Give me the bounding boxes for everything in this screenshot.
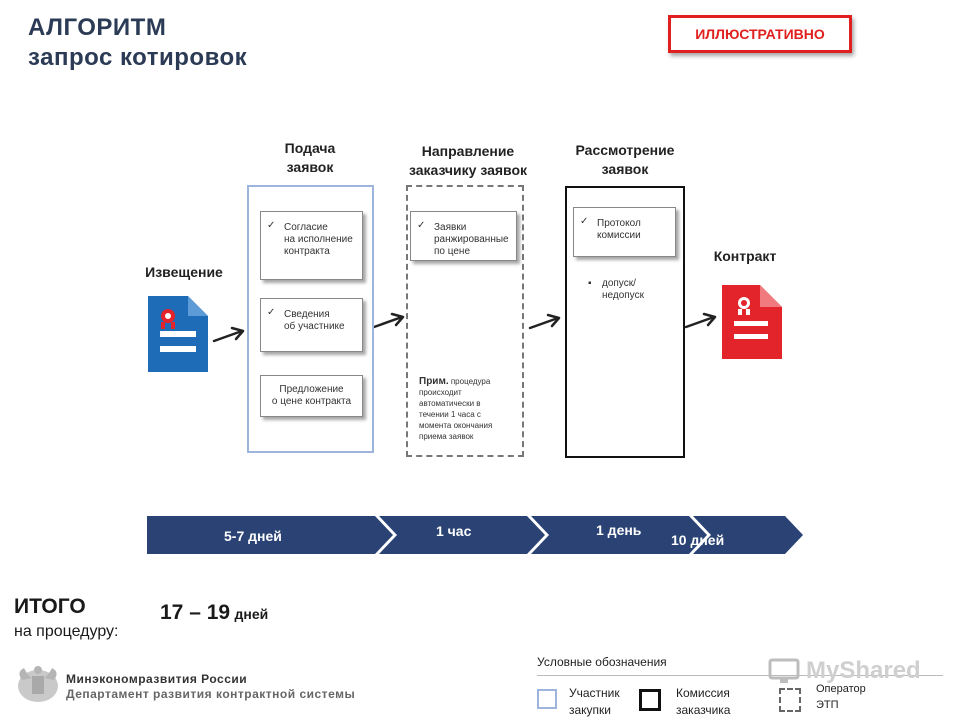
timeline-bar (147, 516, 803, 554)
timeline-segment-3 (531, 516, 707, 554)
total-value: 17 – 19 дней (160, 601, 269, 624)
legend-operator-swatch (779, 688, 801, 712)
contract-label: Контракт (713, 248, 777, 264)
timeline-label-3: 1 день (596, 522, 642, 538)
card-price-offer: Предложение о цене контракта (260, 375, 363, 417)
timeline-label-2: 1 час (436, 523, 472, 539)
presentation-icon (768, 658, 800, 683)
legend-operator: Оператор ЭТП (816, 683, 866, 711)
timeline-segment-1 (147, 516, 393, 554)
arrow-right-icon (684, 312, 717, 329)
check-icon: ✓ (267, 220, 276, 231)
coat-of-arms-icon (18, 666, 58, 702)
bullet-icon: ▪ (588, 278, 592, 289)
title-line-2: запрос котировок (28, 44, 248, 71)
timeline-label-1: 5-7 дней (224, 528, 282, 544)
card-commission-protocol: ✓ Протокол комиссии (573, 207, 676, 257)
department-name: Департамент развития контрактной системы (66, 687, 356, 701)
legend-title: Условные обозначения (537, 655, 667, 669)
direction-note: Прим. процедура происходит автоматически… (419, 376, 493, 441)
card-consent: ✓ Согласие на исполнение контракта (260, 211, 363, 280)
review-stage-box (565, 186, 685, 458)
card-ranked-bids: ✓ Заявки ранжированные по цене (410, 211, 517, 261)
title-line-1: АЛГОРИТМ (28, 14, 167, 41)
illustrative-badge: ИЛЛЮСТРАТИВНО (668, 15, 852, 53)
watermark-text: MyShared (806, 657, 921, 684)
direction-stage-box (406, 185, 524, 457)
timeline-segment-2 (379, 516, 545, 554)
arrow-right-icon (528, 313, 561, 330)
timeline-label-4: 10 дней (671, 532, 725, 548)
review-heading: Рассмотрение заявок (575, 142, 675, 177)
arrow-right-icon (372, 312, 405, 329)
admission-bullet: ▪ допуск/ недопуск (588, 278, 644, 301)
notice-label: Извещение (145, 264, 223, 280)
contract-document-icon (722, 285, 782, 359)
total-label: ИТОГО (14, 595, 86, 618)
legend-participant: Участник закупки (569, 686, 620, 717)
submission-heading: Подача заявок (284, 140, 336, 175)
legend-participant-swatch (537, 689, 557, 709)
check-icon: ✓ (267, 307, 276, 318)
arrow-right-icon (212, 326, 245, 343)
submission-stage-box (247, 185, 374, 453)
legend-commission: Комиссия заказчика (676, 686, 731, 717)
check-icon: ✓ (417, 220, 426, 231)
notice-document-icon (148, 296, 208, 372)
timeline-segment-4 (693, 516, 803, 554)
total-sublabel: на процедуру: (14, 623, 119, 640)
card-participant-info: ✓ Сведения об участнике (260, 298, 363, 352)
legend-divider (537, 675, 943, 676)
legend-commission-swatch (639, 689, 661, 711)
check-icon: ✓ (580, 216, 589, 227)
ministry-name: Минэкономразвития России (66, 672, 248, 686)
direction-heading: Направление заказчику заявок (408, 143, 528, 178)
